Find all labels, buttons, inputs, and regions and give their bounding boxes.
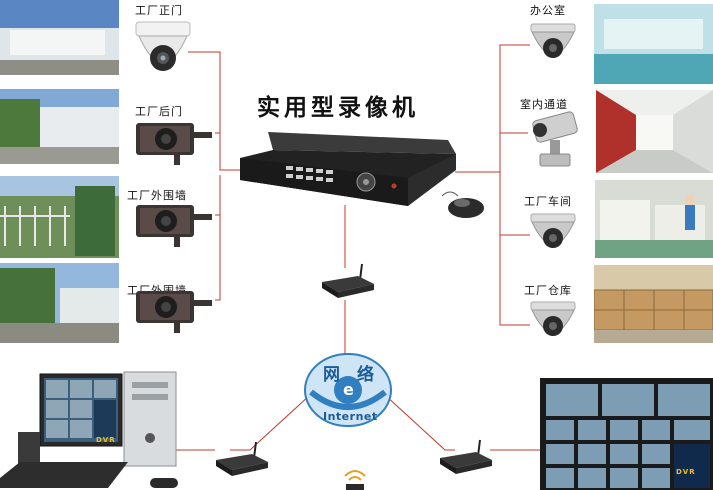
camera-label-left-3: 工厂外围墙	[127, 189, 187, 202]
diagram-title: 实用型录像机	[257, 95, 419, 121]
camera-label-left-2: 工厂后门	[135, 105, 183, 118]
ptz-camera-icon	[532, 111, 578, 167]
camera-label-right-4: 工厂仓库	[524, 284, 572, 297]
camera-label-right-3: 工厂车间	[524, 195, 572, 208]
photo-factory-back	[0, 89, 119, 164]
router-icon	[216, 441, 268, 476]
mouse-icon	[441, 191, 484, 218]
line-cam-left-1	[188, 51, 240, 171]
photo-office	[594, 4, 713, 84]
internet-word-1: 网	[323, 365, 340, 385]
photo-warehouse	[594, 265, 713, 343]
photo-workshop	[595, 180, 713, 258]
wifi-signal-icon	[344, 470, 366, 490]
internet-label: Internet	[323, 410, 378, 423]
photo-factory-wall-1	[0, 176, 119, 258]
photo-factory-gate	[0, 0, 119, 75]
router-icon	[440, 439, 492, 474]
router-icon	[322, 263, 374, 298]
bullet-camera-icon	[136, 123, 212, 165]
line-cam-right-1	[499, 44, 530, 326]
monitor-dvr-text-left: DVR	[96, 436, 116, 444]
dome-camera-icon	[135, 21, 191, 71]
bullet-camera-icon	[136, 291, 212, 333]
photo-corridor	[596, 90, 713, 173]
photo-factory-wall-2	[0, 263, 119, 343]
camera-label-right-2: 室内通道	[520, 98, 568, 111]
dvr-recorder-icon	[240, 132, 456, 206]
internet-word-2: 络	[357, 365, 374, 385]
video-wall-monitor-icon	[540, 378, 713, 490]
dome-camera-icon	[530, 301, 576, 336]
dome-camera-icon	[530, 23, 576, 58]
line-internet-right	[384, 394, 455, 451]
dome-camera-icon	[530, 213, 576, 248]
line-internet-left	[230, 394, 311, 451]
camera-label-left-1: 工厂正门	[135, 4, 183, 17]
internet-logo-letter: e	[343, 380, 355, 399]
line-cam-left-4	[215, 175, 221, 301]
camera-label-right-1: 办公室	[530, 4, 566, 17]
monitor-dvr-text-right: DVR	[676, 468, 696, 476]
internet-globe-icon	[304, 353, 392, 427]
desktop-computer-icon	[0, 371, 178, 488]
bullet-camera-icon	[136, 205, 212, 247]
